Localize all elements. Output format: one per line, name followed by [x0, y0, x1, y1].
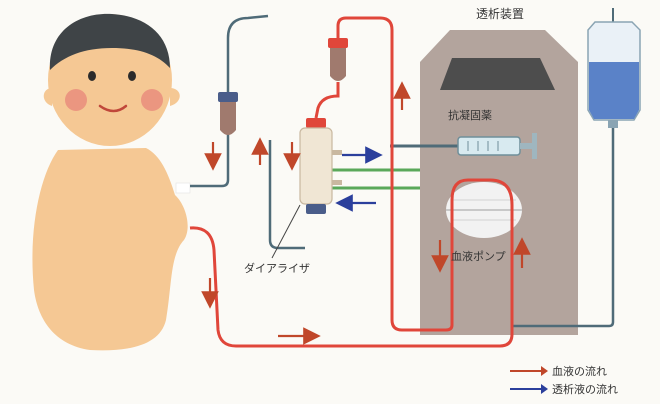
dialyzer-loop-line	[268, 140, 305, 250]
child-right-eye	[128, 71, 136, 81]
blood-pump-label: 血液ポンプ	[451, 250, 506, 263]
legend-label-blood: 血液の流れ	[552, 365, 607, 378]
blood-flow-legend-line	[510, 366, 548, 376]
legend-label-dialysate: 透析液の流れ	[552, 383, 618, 396]
anticoagulant-syringe	[390, 133, 537, 159]
child-right-ear	[170, 88, 180, 106]
child-body	[32, 148, 188, 351]
dialyzer	[271, 118, 342, 259]
legend-item-dialysate: 透析液の流れ	[510, 380, 618, 398]
bag-fluid	[589, 62, 639, 119]
dialysate-flow-legend-line	[510, 384, 548, 394]
dialyzer-cartridge	[299, 127, 333, 205]
legend: 血液の流れ 透析液の流れ	[510, 362, 618, 398]
child-left-ear	[43, 88, 52, 106]
dialyzer-label: ダイアライザ	[244, 262, 310, 275]
legend-item-blood: 血液の流れ	[510, 362, 618, 380]
child-right-cheek	[141, 89, 163, 111]
syringe-barrel	[457, 136, 521, 156]
arterial-drip-line	[226, 14, 269, 100]
machine-label: 透析装置	[476, 7, 525, 21]
child-hair	[49, 13, 170, 70]
access-tape	[175, 182, 191, 194]
child-left-cheek	[65, 89, 87, 111]
child-mouth	[98, 104, 128, 113]
machine-screen	[440, 58, 555, 90]
child-left-eye	[88, 71, 96, 81]
dialysate-bag	[587, 8, 641, 128]
dialyzer-pointer	[271, 204, 301, 259]
blood-tube-return	[189, 16, 514, 348]
dialysate-tube-outer	[512, 128, 615, 328]
dialysate-flow-arrows	[335, 146, 383, 212]
blood-flow-arrows	[201, 81, 531, 345]
dialyzer-return-line	[190, 120, 230, 188]
child-figure	[32, 13, 191, 351]
blood-tube-to-dialyzer	[314, 82, 340, 119]
arterial-drip-chamber	[218, 92, 238, 135]
venous-drip-chamber	[328, 38, 348, 81]
anticoagulant-label: 抗凝固薬	[448, 109, 492, 122]
